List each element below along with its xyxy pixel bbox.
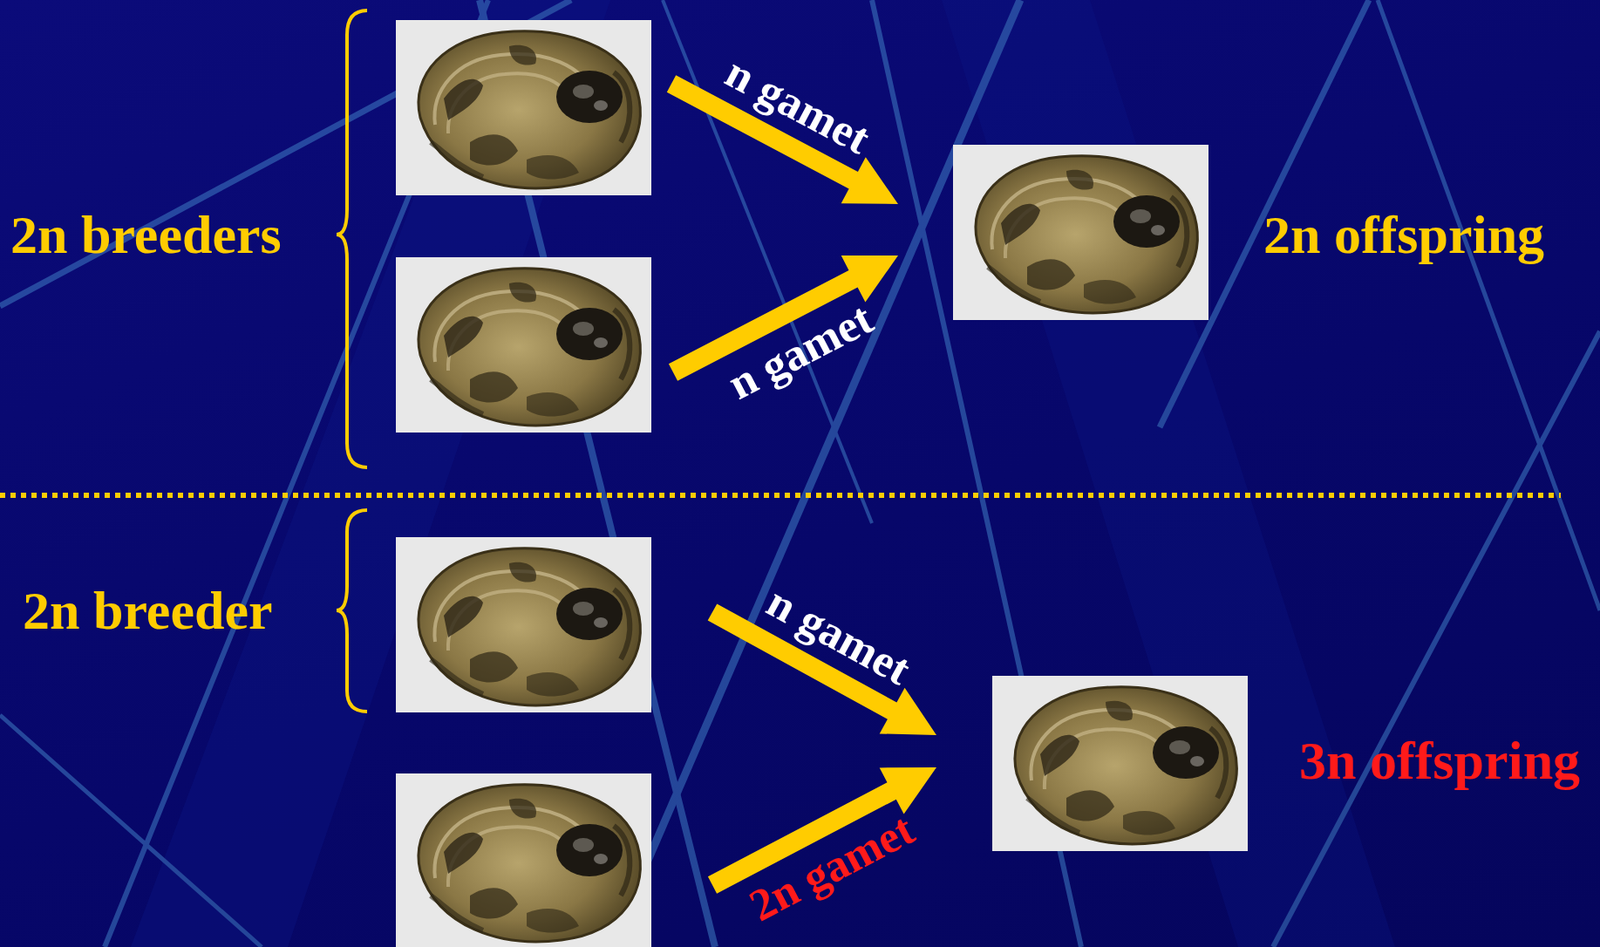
footer-rule <box>810 915 1600 919</box>
gamete-label: n gamet <box>760 578 919 694</box>
gamete-label: n gamet <box>721 295 880 408</box>
oyster-photo <box>395 257 652 433</box>
oyster-photo <box>992 675 1248 852</box>
gamete-arrows <box>667 74 937 893</box>
curly-bracket <box>336 510 368 712</box>
gamete-label: 2n gamet <box>742 806 921 930</box>
oyster-photo <box>395 20 652 196</box>
group-label: 2n breeders <box>10 207 282 262</box>
gamete-label: n gamet <box>718 48 877 162</box>
group-label: 2n breeder <box>22 583 273 638</box>
oyster-photo <box>395 537 652 713</box>
curly-bracket <box>336 10 368 468</box>
offspring-label: 3n offspring <box>1299 733 1580 788</box>
offspring-label: 2n offspring <box>1263 207 1545 262</box>
oyster-photo <box>953 144 1209 320</box>
oyster-photo <box>395 773 652 947</box>
dotted-separator <box>0 492 1561 498</box>
